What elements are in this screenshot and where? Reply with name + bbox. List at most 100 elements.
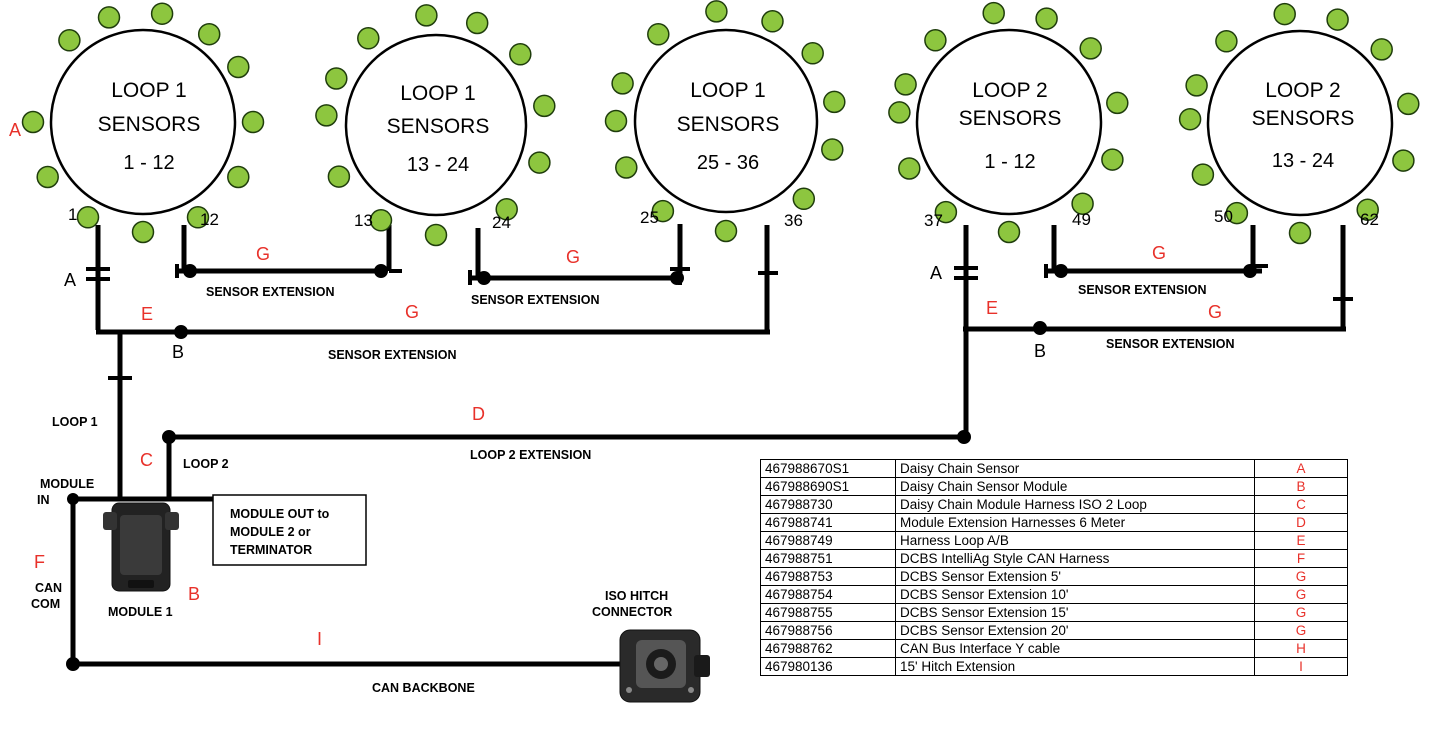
part-number: 467988749 bbox=[761, 532, 896, 550]
letter-g: G bbox=[1208, 302, 1222, 322]
hub-title: LOOP 1 bbox=[400, 82, 476, 105]
sensor-node bbox=[616, 157, 637, 178]
sensor-node bbox=[1180, 109, 1201, 130]
sensor-node bbox=[999, 222, 1020, 243]
junction-g3-right bbox=[1245, 266, 1255, 276]
sensor-node bbox=[1398, 93, 1419, 114]
part-description: Daisy Chain Module Harness ISO 2 Loop bbox=[896, 496, 1255, 514]
part-letter: F bbox=[1255, 550, 1348, 568]
hub-title: LOOP 1 bbox=[690, 79, 766, 102]
label-iso-hitch: ISO HITCH bbox=[605, 589, 668, 603]
letter-d: D bbox=[472, 404, 485, 424]
sensor-node bbox=[243, 112, 264, 133]
hub-range: 25 - 36 bbox=[697, 152, 759, 174]
sensor-node bbox=[59, 30, 80, 51]
hub-subtitle: SENSORS bbox=[1252, 107, 1355, 130]
junction-module-in bbox=[69, 495, 77, 503]
junction-d-left bbox=[164, 432, 174, 442]
part-letter: H bbox=[1255, 640, 1348, 658]
parts-table-row: 467988762CAN Bus Interface Y cableH bbox=[761, 640, 1348, 658]
hub-title: LOOP 2 bbox=[972, 79, 1048, 102]
sensor-node bbox=[358, 28, 379, 49]
letter-g: G bbox=[1152, 243, 1166, 263]
sensor-number: 49 bbox=[1072, 210, 1091, 229]
sensor-node bbox=[416, 5, 437, 26]
part-number: 467988730 bbox=[761, 496, 896, 514]
label-can-com: CAN bbox=[35, 581, 62, 595]
part-number: 467988753 bbox=[761, 568, 896, 586]
label-loop2: LOOP 2 bbox=[183, 457, 229, 471]
module-out-text: TERMINATOR bbox=[230, 543, 312, 557]
letter-a: A bbox=[64, 270, 76, 290]
hub-subtitle: SENSORS bbox=[677, 113, 780, 136]
part-number: 467988754 bbox=[761, 586, 896, 604]
part-description: Daisy Chain Sensor Module bbox=[896, 478, 1255, 496]
part-number: 467988751 bbox=[761, 550, 896, 568]
sensor-node bbox=[1327, 9, 1348, 30]
part-description: Module Extension Harnesses 6 Meter bbox=[896, 514, 1255, 532]
hub-text: LOOP 1 SENSORS 1 - 12 LOOP 1 SENSORS 13 … bbox=[98, 79, 1355, 176]
sensor-node bbox=[37, 167, 58, 188]
part-number: 467988690S1 bbox=[761, 478, 896, 496]
junction-g1-right bbox=[376, 266, 386, 276]
sensor-node bbox=[1036, 8, 1057, 29]
part-letter: G bbox=[1255, 604, 1348, 622]
junction-b1 bbox=[176, 327, 186, 337]
sensor-node bbox=[802, 43, 823, 64]
hub-title: LOOP 1 bbox=[111, 79, 187, 102]
letter-b: B bbox=[172, 342, 184, 362]
part-number: 467988762 bbox=[761, 640, 896, 658]
sensor-node bbox=[316, 105, 337, 126]
sensor-node bbox=[529, 152, 550, 173]
letter-e: E bbox=[141, 304, 153, 324]
hub-range: 1 - 12 bbox=[984, 151, 1035, 173]
label-sensor-extension: SENSOR EXTENSION bbox=[1078, 283, 1207, 297]
letter-b: B bbox=[1034, 341, 1046, 361]
sensor-node bbox=[899, 158, 920, 179]
sensor-node bbox=[199, 24, 220, 45]
part-description: DCBS Sensor Extension 10' bbox=[896, 586, 1255, 604]
part-number: 467988670S1 bbox=[761, 460, 896, 478]
parts-table-row: 467988754DCBS Sensor Extension 10'G bbox=[761, 586, 1348, 604]
sensor-node bbox=[228, 57, 249, 78]
sensor-node bbox=[78, 207, 99, 228]
sensor-node bbox=[467, 13, 488, 34]
module-1-device bbox=[103, 503, 179, 591]
part-letter: A bbox=[1255, 460, 1348, 478]
part-letter: G bbox=[1255, 622, 1348, 640]
sensor-node bbox=[1080, 38, 1101, 59]
junction-can-left bbox=[68, 659, 78, 669]
sensor-number: 24 bbox=[492, 213, 511, 232]
part-letter: C bbox=[1255, 496, 1348, 514]
junction-b2 bbox=[1035, 323, 1045, 333]
sensor-node bbox=[99, 7, 120, 28]
sensor-node bbox=[824, 91, 845, 112]
part-number: 467980136 bbox=[761, 658, 896, 676]
part-description: DCBS Sensor Extension 15' bbox=[896, 604, 1255, 622]
label-sensor-extension: SENSOR EXTENSION bbox=[206, 285, 335, 299]
hub-range: 13 - 24 bbox=[407, 154, 469, 176]
label-loop1: LOOP 1 bbox=[52, 415, 98, 429]
letter-e: E bbox=[986, 298, 998, 318]
sensor-node bbox=[648, 24, 669, 45]
junction-g2-left bbox=[479, 273, 489, 283]
part-description: DCBS IntelliAg Style CAN Harness bbox=[896, 550, 1255, 568]
sensor-node bbox=[1216, 31, 1237, 52]
sensor-number: 62 bbox=[1360, 210, 1379, 229]
label-module-1: MODULE 1 bbox=[108, 605, 173, 619]
letter-g: G bbox=[566, 247, 580, 267]
hub-title: LOOP 2 bbox=[1265, 79, 1341, 102]
junction-d-right bbox=[959, 432, 969, 442]
sensor-node bbox=[326, 68, 347, 89]
sensor-node bbox=[152, 3, 173, 24]
part-letter: G bbox=[1255, 586, 1348, 604]
hub-subtitle: SENSORS bbox=[98, 113, 201, 136]
sensor-node bbox=[23, 112, 44, 133]
letter-a-sensor: A bbox=[9, 120, 21, 140]
